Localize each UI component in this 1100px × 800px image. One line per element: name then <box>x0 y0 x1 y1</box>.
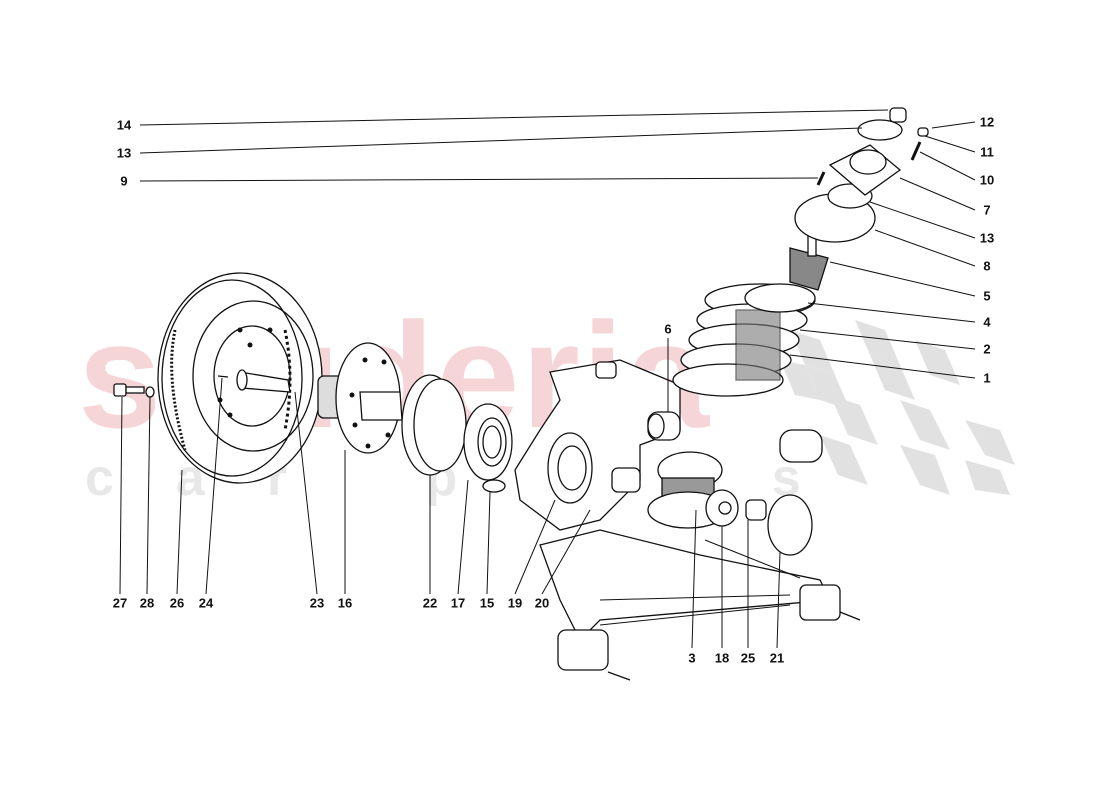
callout-14: 14 <box>116 117 132 133</box>
callout-5: 5 <box>983 288 991 304</box>
callout-27: 27 <box>112 595 128 611</box>
stub-axle-icon <box>217 369 291 393</box>
callout-22: 22 <box>422 595 438 611</box>
lower-wishbone-icon <box>539 529 861 681</box>
callout-13-upper: 13 <box>116 145 132 161</box>
callout-9: 9 <box>120 173 128 189</box>
callout-13-lower: 13 <box>979 230 995 246</box>
callout-12: 12 <box>979 114 995 130</box>
callout-15: 15 <box>479 595 495 611</box>
callout-20: 20 <box>534 595 550 611</box>
bearing-housing-icon <box>401 374 467 476</box>
callout-26: 26 <box>169 595 185 611</box>
bush-icon <box>647 411 681 441</box>
callout-28: 28 <box>139 595 155 611</box>
callout-8: 8 <box>983 258 991 274</box>
callout-2: 2 <box>983 341 991 357</box>
hub-flange-icon <box>335 342 403 454</box>
callout-24: 24 <box>198 595 214 611</box>
callout-4: 4 <box>983 314 991 330</box>
callout-7: 7 <box>983 202 991 218</box>
callout-17: 17 <box>450 595 466 611</box>
bolt-icon <box>113 383 155 398</box>
callout-18: 18 <box>714 650 730 666</box>
callout-25: 25 <box>740 650 756 666</box>
callout-23: 23 <box>309 595 325 611</box>
callout-11: 11 <box>980 144 994 160</box>
callout-16: 16 <box>337 595 353 611</box>
callout-6: 6 <box>664 321 672 337</box>
callout-3: 3 <box>688 650 696 666</box>
coil-spring-icon <box>672 283 816 397</box>
bearing-icon <box>463 403 513 481</box>
callout-10: 10 <box>979 172 995 188</box>
top-mount-icon <box>828 144 902 196</box>
callout-21: 21 <box>769 650 785 666</box>
callout-1: 1 <box>983 370 991 386</box>
callout-19: 19 <box>507 595 523 611</box>
leader-lines <box>119 109 976 649</box>
bump-rubber-icon <box>789 221 829 291</box>
upright-knuckle-icon <box>514 359 681 531</box>
